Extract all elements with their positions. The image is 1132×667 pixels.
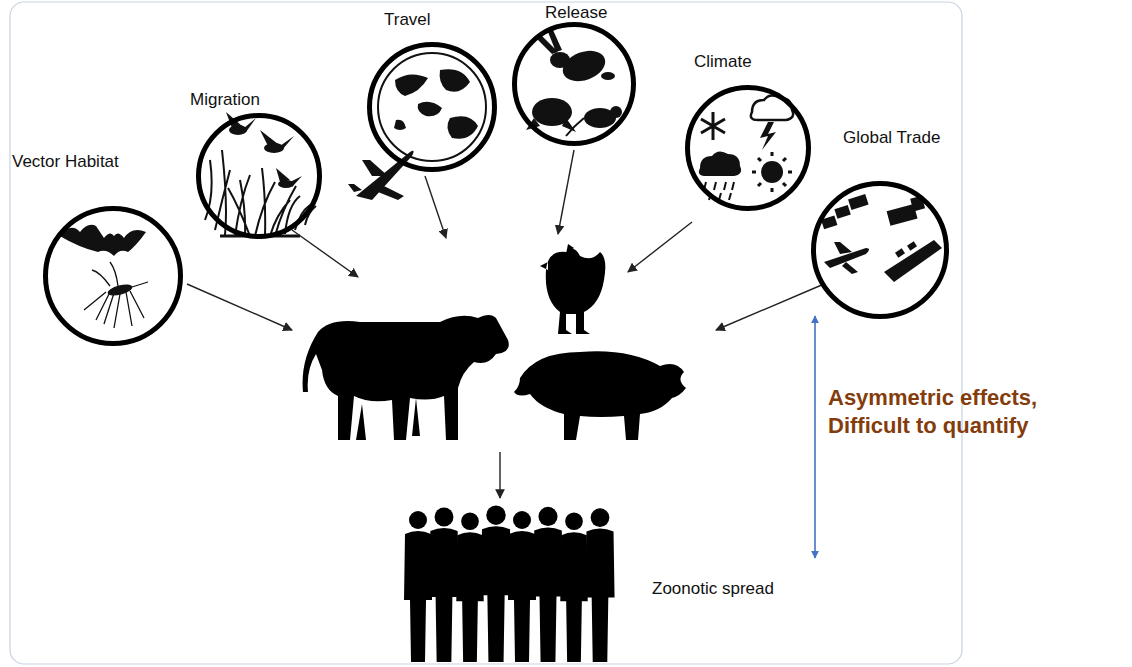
factor-heading: Release xyxy=(545,3,607,23)
factor-circle: Vector Habitat xyxy=(43,206,183,346)
frame xyxy=(10,2,962,664)
factor-circle: Migration xyxy=(196,113,322,239)
factor-circle: Global Trade xyxy=(811,181,949,319)
circle-outline xyxy=(43,206,183,346)
people-group xyxy=(404,505,615,662)
circle-border xyxy=(199,116,320,237)
factor-heading: Global Trade xyxy=(843,128,940,148)
outcome-label: Zoonotic spread xyxy=(652,578,774,599)
factor-heading: Migration xyxy=(190,90,260,110)
circle-border xyxy=(688,88,809,209)
transport-icon xyxy=(821,194,942,282)
circle-border xyxy=(370,45,495,170)
influence-arrows xyxy=(187,150,824,498)
circle-outline xyxy=(811,181,949,319)
livestock xyxy=(303,244,686,440)
range-arrow xyxy=(814,316,816,558)
factor-circle: Release xyxy=(512,22,636,146)
circle-border xyxy=(46,209,181,344)
factor-circle: Climate xyxy=(685,85,811,211)
factor-heading: Climate xyxy=(694,52,752,72)
bat-mosquito-icon xyxy=(58,225,148,328)
annotation-label: Asymmetric effects, Difficult to quantif… xyxy=(828,384,1118,439)
circle-outline xyxy=(512,22,636,146)
animals-release-icon xyxy=(526,30,622,136)
globe-icon xyxy=(378,53,486,161)
circle-border xyxy=(515,25,634,144)
circle-border xyxy=(814,184,947,317)
factor-heading: Vector Habitat xyxy=(12,152,119,172)
weather-icon xyxy=(699,95,793,200)
circle-outline xyxy=(367,42,497,172)
circle-outline xyxy=(196,113,322,239)
circle-outline xyxy=(685,85,811,211)
airplane-icon xyxy=(348,151,414,200)
factor-circle: Travel xyxy=(367,42,497,172)
factor-heading: Travel xyxy=(384,10,431,30)
